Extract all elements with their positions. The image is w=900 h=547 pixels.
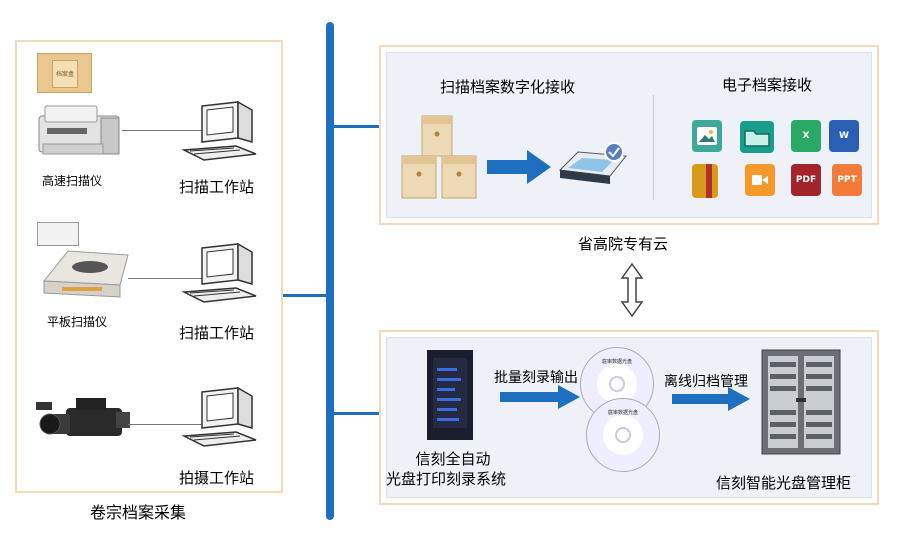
- scan-workstation-label-2: 扫描工作站: [179, 324, 255, 342]
- photo-workstation-label: 拍摄工作站: [179, 469, 255, 487]
- batch-burn-label: 批量刻录输出: [494, 370, 578, 386]
- flatbed-scanner-label: 平板扫描仪: [47, 315, 108, 329]
- document-boxes-icon: [401, 115, 477, 199]
- scanner-check-icon: [558, 142, 627, 184]
- cloud-name-label: 省高院专有云: [578, 235, 669, 253]
- excel-icon: X: [791, 120, 821, 152]
- workstation-computer-icon: [181, 100, 257, 161]
- offline-archive-label: 离线归档管理: [664, 374, 748, 390]
- high-speed-scanner-icon: [38, 105, 120, 155]
- right-arrow-icon: [500, 385, 580, 409]
- archive-box-icon: 档案盒: [37, 53, 92, 93]
- scan-receive-title: 扫描档案数字化接收: [440, 78, 576, 96]
- right-arrow-icon: [487, 150, 551, 184]
- section-divider: [653, 95, 654, 200]
- flatbed-scanner-icon: [43, 250, 129, 298]
- connector-line: [128, 278, 204, 279]
- workstation-computer-icon: [181, 242, 257, 303]
- disc-cabinet-label: 信刻智能光盘管理柜: [716, 474, 852, 492]
- folder-icon: [740, 121, 774, 153]
- optical-disc-icon: 庭审数据光盘: [586, 398, 660, 472]
- network-bus: [326, 22, 334, 520]
- ppt-icon: PPT: [832, 164, 862, 196]
- connector-line: [128, 424, 204, 425]
- high-speed-scanner-label: 高速扫描仪: [42, 174, 103, 188]
- pdf-icon: PDF: [791, 164, 821, 196]
- image-file-icon: [692, 120, 722, 152]
- archive-collection-title: 卷宗档案采集: [90, 503, 187, 522]
- disc-cabinet-icon: [761, 349, 841, 455]
- word-icon: W: [829, 120, 859, 152]
- workstation-computer-icon: [181, 386, 257, 447]
- scan-workstation-label-1: 扫描工作站: [179, 178, 255, 196]
- scan-preview-icon: [37, 222, 79, 246]
- bus-connector-burn: [332, 412, 380, 415]
- video-camera-icon: [36, 398, 130, 436]
- bus-connector-cloud: [332, 125, 380, 128]
- bus-connector-left: [283, 294, 328, 297]
- right-arrow-icon: [672, 387, 750, 411]
- bidirectional-arrow-icon: [620, 262, 644, 318]
- electronic-receive-title: 电子档案接收: [722, 76, 813, 94]
- archive-file-icon: [692, 164, 718, 198]
- burn-system-name-line1: 信刻全自动: [415, 450, 491, 468]
- disc-publisher-icon: [427, 350, 473, 440]
- video-file-icon: [745, 164, 775, 196]
- burn-system-name-line2: 光盘打印刻录系统: [386, 470, 507, 488]
- connector-line: [122, 130, 204, 131]
